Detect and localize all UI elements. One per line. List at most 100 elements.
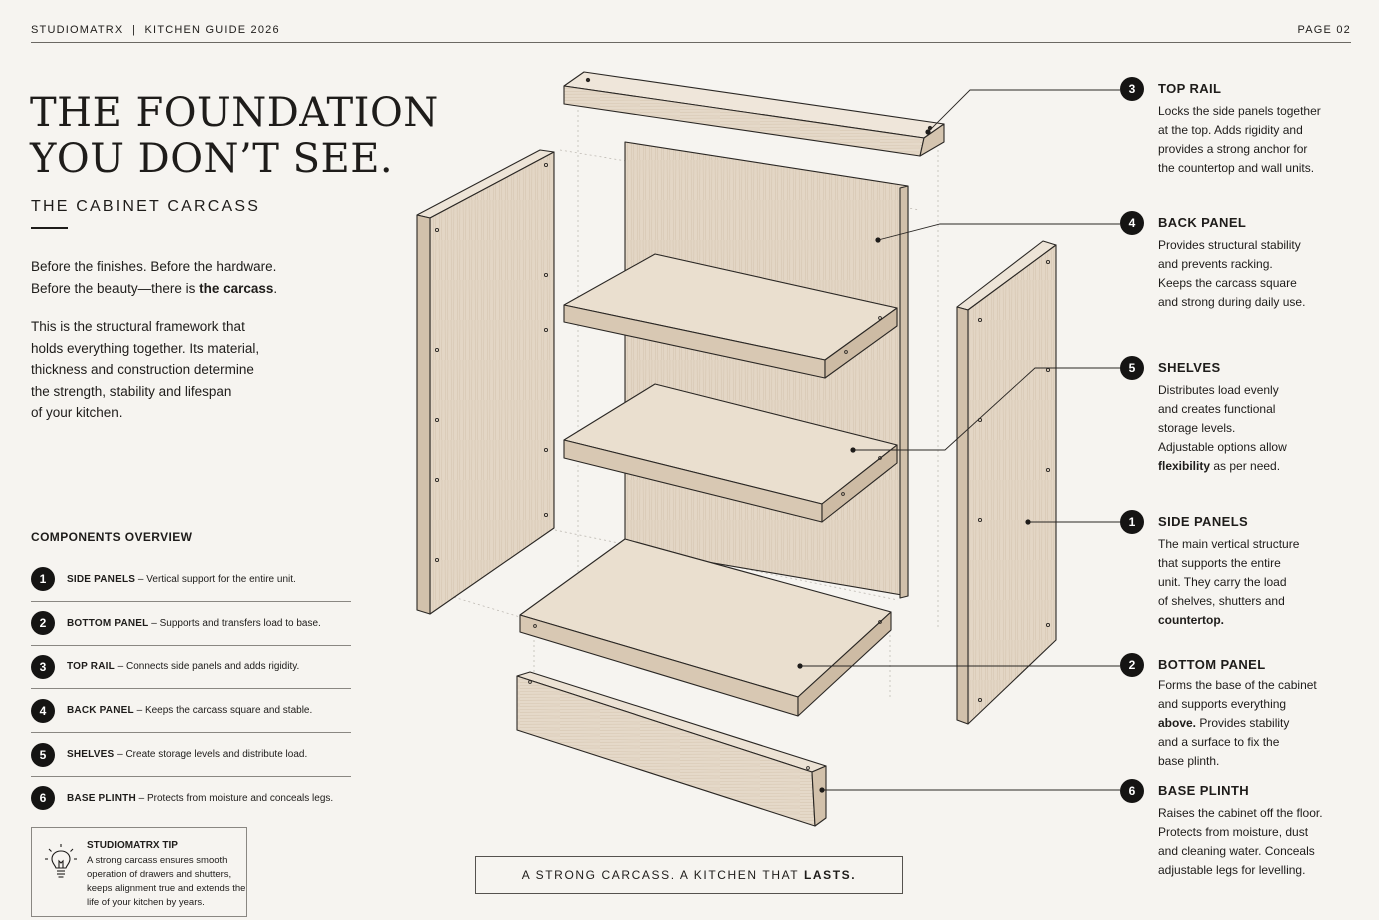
intro-line-2-end: . — [273, 280, 278, 296]
callout-body: Distributes load evenly and creates func… — [1158, 381, 1348, 476]
callout-bold: flexibility — [1158, 459, 1211, 473]
callout-bold: countertop. — [1158, 613, 1224, 627]
number-badge: 1 — [31, 567, 55, 592]
subhead-rule — [31, 227, 68, 229]
number-badge: 1 — [1120, 510, 1144, 534]
callout-text: as per need. — [1210, 459, 1281, 473]
callout-body: Locks the side panels together at the to… — [1158, 102, 1348, 178]
callout-line: and prevents racking. — [1158, 257, 1273, 271]
body-paragraph: This is the structural framework that ho… — [31, 316, 331, 424]
callout-line: unit. They carry the load — [1158, 575, 1287, 589]
body-line: holds everything together. Its material, — [31, 340, 260, 356]
left-side-panel-part — [416, 149, 555, 615]
list-item-desc: – Connects side panels and adds rigidity… — [114, 661, 300, 673]
callout-body: The main vertical structure that support… — [1158, 535, 1348, 630]
callout-line: Distributes load evenly — [1158, 383, 1279, 397]
callout-title: BASE PLINTH — [1158, 783, 1250, 798]
list-item: 1 SIDE PANELS – Vertical support for the … — [31, 558, 351, 602]
list-item: 2 BOTTOM PANEL – Supports and transfers l… — [31, 602, 351, 646]
tagline-box: A STRONG CARCASS. A KITCHEN THAT LASTS. — [475, 856, 903, 894]
leader-lines — [800, 89, 1120, 791]
callout-line: Locks the side panels together — [1158, 104, 1321, 118]
callout-line: at the top. Adds rigidity and — [1158, 123, 1303, 137]
body-line: thickness and construction determine — [31, 362, 254, 377]
number-badge: 3 — [1120, 77, 1144, 101]
callout-line: the countertop and wall units. — [1158, 161, 1315, 175]
number-badge: 5 — [1120, 356, 1144, 380]
callout-line: Keeps the carcass square — [1158, 276, 1297, 290]
callout-line: Forms the base of the cabinet — [1158, 678, 1317, 692]
headline-line-2: YOU DON’T SEE. — [30, 136, 394, 182]
body-line: the strength, stability and lifespan — [31, 383, 232, 399]
body-line: This is the structural framework that — [31, 319, 245, 334]
list-item-text: BASE PLINTH – Protects from moisture and… — [67, 793, 333, 804]
shelf-upper-part — [563, 253, 898, 379]
list-item-text: SIDE PANELS – Vertical support for the e… — [67, 574, 296, 585]
tip-title: STUDIOMATRX TIP — [87, 840, 178, 851]
intro-line-2: Before the beauty—there is the carcass. — [31, 278, 331, 300]
number-badge: 4 — [1120, 211, 1144, 235]
list-item: 5 SHELVES – Create storage levels and dis… — [31, 733, 351, 777]
overview-title: COMPONENTS OVERVIEW — [31, 530, 193, 544]
callout-line: Adjustable options allow — [1158, 440, 1287, 454]
callout-line: and cleaning water. Conceals — [1158, 844, 1315, 858]
intro-line-2-text: Before the beauty—there is — [31, 280, 200, 296]
number-badge: 4 — [31, 698, 55, 723]
subhead: THE CABINET CARCASS — [31, 198, 261, 215]
leader-dots — [797, 129, 1031, 793]
number-badge: 6 — [31, 786, 55, 811]
list-item-name: BACK PANEL — [67, 705, 134, 717]
number-badge: 2 — [1120, 653, 1144, 677]
callout-line: adjustable legs for levelling. — [1158, 863, 1306, 877]
list-item-text: BACK PANEL – Keeps the carcass square an… — [67, 705, 312, 716]
list-item: 6 BASE PLINTH – Protects from moisture an… — [31, 777, 351, 820]
tip-body: A strong carcass ensures smooth operatio… — [87, 855, 246, 908]
callout-title: TOP RAIL — [1158, 81, 1222, 96]
callout-body: Provides structural stability and preven… — [1158, 236, 1348, 312]
list-item: 4 BACK PANEL – Keeps the carcass square a… — [31, 689, 351, 734]
callout-line: flexibility as per need. — [1158, 457, 1348, 476]
callout-line: Raises the cabinet off the floor. — [1158, 806, 1323, 820]
list-item-name: SHELVES — [67, 749, 115, 761]
intro-paragraph: Before the finishes. Before the hardware… — [31, 256, 331, 299]
callout-line: provides a strong anchor for — [1158, 142, 1308, 156]
callout-line: and strong during daily use. — [1158, 295, 1306, 309]
list-item-text: BOTTOM PANEL – Supports and transfers lo… — [67, 618, 321, 629]
callout-title: BOTTOM PANEL — [1158, 657, 1266, 672]
headline: THE FOUNDATION YOU DON’T SEE. — [30, 90, 450, 182]
list-item-name: BOTTOM PANEL — [67, 617, 149, 629]
body-line: of your kitchen. — [31, 405, 123, 420]
intro-line-2-bold: the carcass — [199, 280, 274, 296]
back-panel-part — [624, 141, 909, 599]
list-item-desc: – Vertical support for the entire unit. — [135, 573, 296, 585]
callout-line: Provides structural stability — [1158, 238, 1301, 252]
number-badge: 6 — [1120, 779, 1144, 803]
callout-title: SHELVES — [1158, 360, 1221, 375]
tagline-text: A STRONG CARCASS. A KITCHEN THAT — [521, 868, 804, 882]
list-item-text: TOP RAIL – Connects side panels and adds… — [67, 661, 299, 672]
number-badge: 2 — [31, 611, 55, 636]
callout-title: SIDE PANELS — [1158, 514, 1249, 529]
callout-line: and a surface to fix the — [1158, 735, 1280, 749]
list-item-desc: – Create storage levels and distribute l… — [114, 749, 308, 761]
tip-box: STUDIOMATRX TIP A strong carcass ensures… — [31, 827, 247, 917]
list-item-name: BASE PLINTH — [67, 792, 136, 804]
brand-title: STUDIOMATRX | KITCHEN GUIDE 2026 — [31, 24, 280, 36]
callout-body: Raises the cabinet off the floor. Protec… — [1158, 804, 1358, 880]
list-item-name: TOP RAIL — [67, 661, 115, 673]
callout-bold: above. — [1158, 716, 1197, 730]
callout-text: Provides stability — [1196, 716, 1290, 730]
list-item-name: SIDE PANELS — [67, 573, 136, 585]
overview-list: 1 SIDE PANELS – Vertical support for the … — [31, 558, 351, 820]
callout-line: above. Provides stability — [1158, 714, 1348, 733]
bottom-panel-part — [519, 538, 892, 717]
tagline-bold: LASTS. — [803, 868, 857, 882]
list-item-desc: – Protects from moisture and conceals le… — [135, 792, 334, 804]
callout-line: that supports the entire — [1158, 556, 1281, 570]
number-badge: 5 — [31, 742, 55, 767]
headline-line-1: THE FOUNDATION — [30, 90, 439, 136]
callout-line: of shelves, shutters and — [1158, 594, 1285, 608]
top-rail-part — [563, 71, 945, 157]
